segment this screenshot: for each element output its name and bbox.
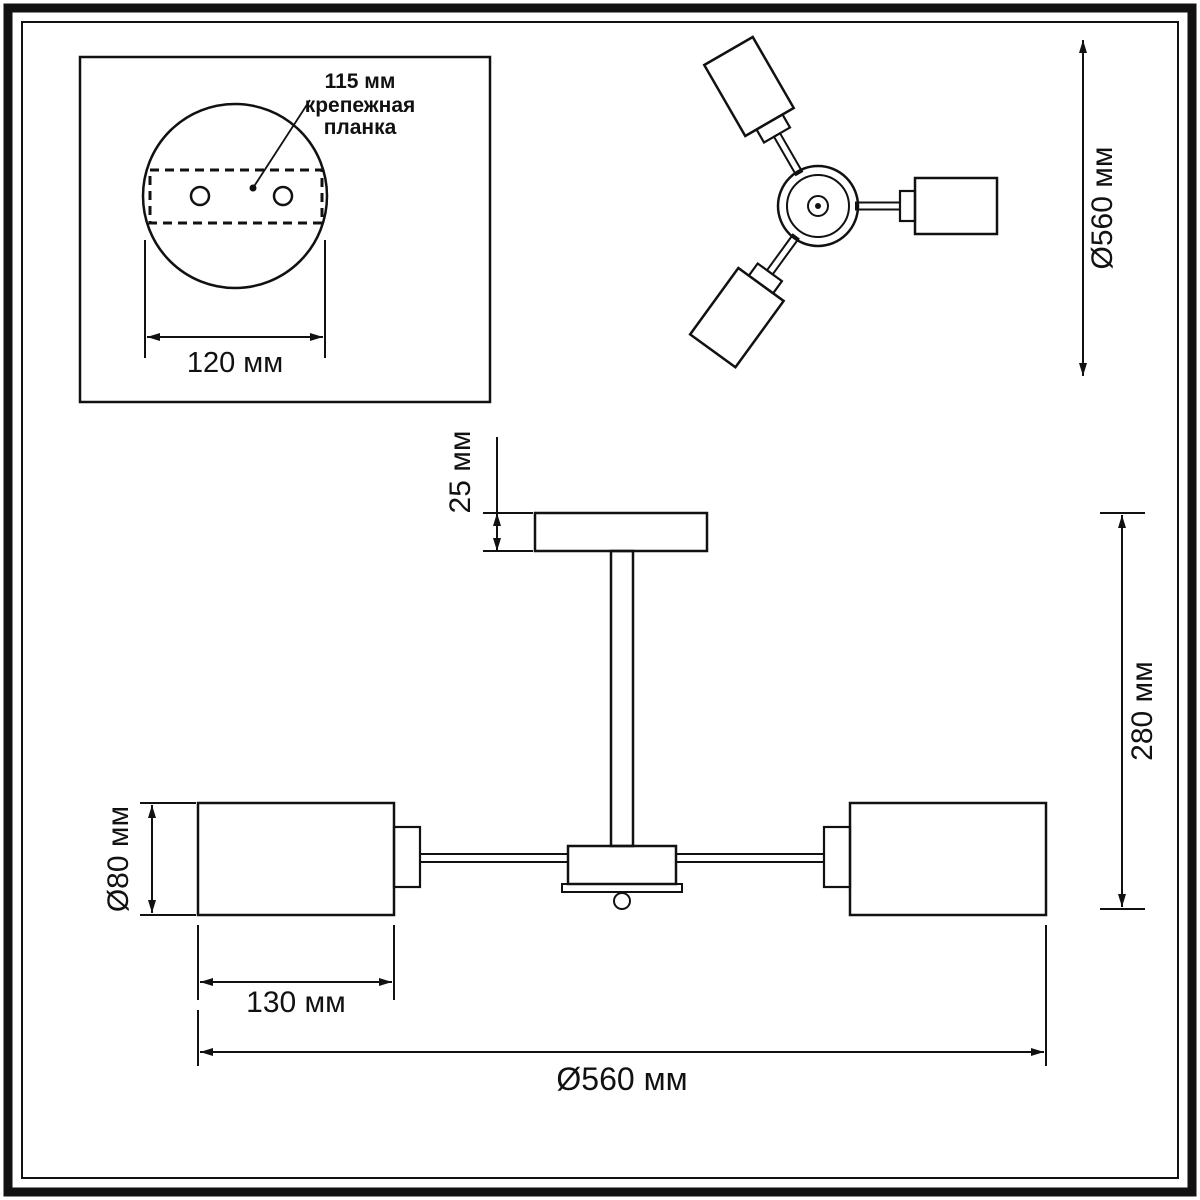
front-view: 25 мм 280 мм Ø80 мм 130 мм Ø: [102, 431, 1159, 1097]
central-body: [566, 844, 678, 886]
top-diameter-label: Ø560 мм: [1086, 147, 1119, 270]
mount-hole-right: [272, 185, 294, 207]
dim-shade-length: 130 мм: [197, 925, 395, 1019]
hub-center-dot: [815, 203, 821, 209]
dim-canopy-height: 25 мм: [444, 431, 533, 552]
ceiling-canopy: [533, 511, 709, 553]
leader-line: [252, 99, 311, 189]
mount-hole-left: [189, 185, 211, 207]
shade-length-label: 130 мм: [246, 986, 346, 1019]
left-arm: [196, 801, 569, 917]
shade-diameter-label: Ø80 мм: [102, 806, 135, 912]
dim-shade-diameter: Ø80 мм: [102, 802, 196, 916]
mounting-plate-dashed: [148, 168, 324, 225]
plate-width-label: 120 мм: [187, 347, 283, 379]
hub-outer-ring: [776, 164, 860, 248]
dim-total-height: 280 мм: [1100, 512, 1159, 910]
arm-bottom: [688, 233, 800, 370]
hole-spacing-label: 115 мм: [325, 70, 396, 93]
stem: [609, 549, 635, 848]
total-height-label: 280 мм: [1126, 661, 1159, 761]
plate-label-line1: крепежная: [305, 94, 416, 117]
total-width-label: Ø560 мм: [556, 1061, 687, 1097]
hub-center-ring: [807, 195, 829, 217]
plate-label-line2: планка: [324, 116, 397, 139]
mount-detail-view: 115 мм крепежная планка 120 мм: [78, 55, 492, 404]
right-arm: [675, 801, 1048, 917]
hub-inner-ring: [786, 174, 850, 238]
bottom-knob: [613, 892, 631, 910]
dim-total-width: Ø560 мм: [197, 925, 1047, 1097]
top-view: Ø560 мм: [688, 35, 1119, 376]
arm-right: [855, 176, 999, 236]
detail-box: [78, 55, 492, 404]
arm-top: [702, 35, 804, 177]
dim-plate-width: 120 мм: [144, 240, 326, 379]
canopy-circle: [141, 102, 329, 290]
canopy-height-label: 25 мм: [444, 431, 477, 514]
dim-top-diameter: Ø560 мм: [1079, 40, 1119, 376]
page-frame: [3, 3, 1197, 1197]
